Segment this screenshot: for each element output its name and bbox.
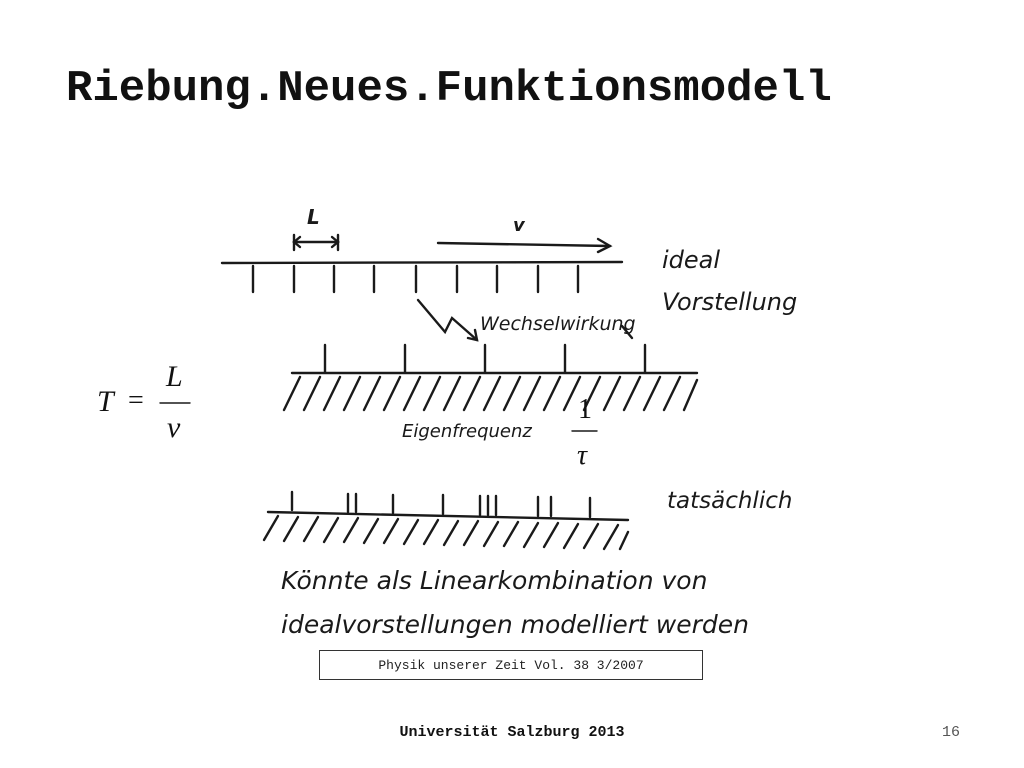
- formula-equals: =: [128, 385, 144, 416]
- formula-denominator: v: [167, 411, 181, 444]
- freq-denominator: τ: [577, 440, 588, 471]
- velocity-arrow: [436, 241, 612, 248]
- label-L: L: [307, 205, 320, 229]
- label-eigenfrequenz: Eigenfrequenz: [402, 421, 532, 442]
- formula-lhs: T: [97, 385, 114, 418]
- page-number: 16: [942, 724, 961, 741]
- label-v: v: [513, 215, 525, 236]
- label-wechselwirkung: Wechselwirkung: [480, 313, 636, 335]
- interaction-arrow: [416, 298, 479, 342]
- label-tatsaechlich: tatsächlich: [667, 488, 793, 514]
- note-line-1: Könnte als Linearkombination von: [281, 566, 708, 595]
- slide-title: Riebung.Neues.Funktionsmodell: [66, 64, 832, 114]
- label-ideal: ideal: [662, 246, 721, 274]
- real-surface-line: [266, 510, 630, 522]
- label-vorstellung: Vorstellung: [662, 288, 798, 316]
- source-caption: Physik unserer Zeit Vol. 38 3/2007: [319, 650, 703, 680]
- footer-institution: Universität Salzburg 2013: [399, 724, 625, 741]
- ideal-top-line: [220, 260, 624, 265]
- freq-numerator: 1: [578, 394, 592, 425]
- note-line-2: idealvorstellungen modelliert werden: [281, 610, 750, 639]
- formula-numerator: L: [166, 360, 183, 393]
